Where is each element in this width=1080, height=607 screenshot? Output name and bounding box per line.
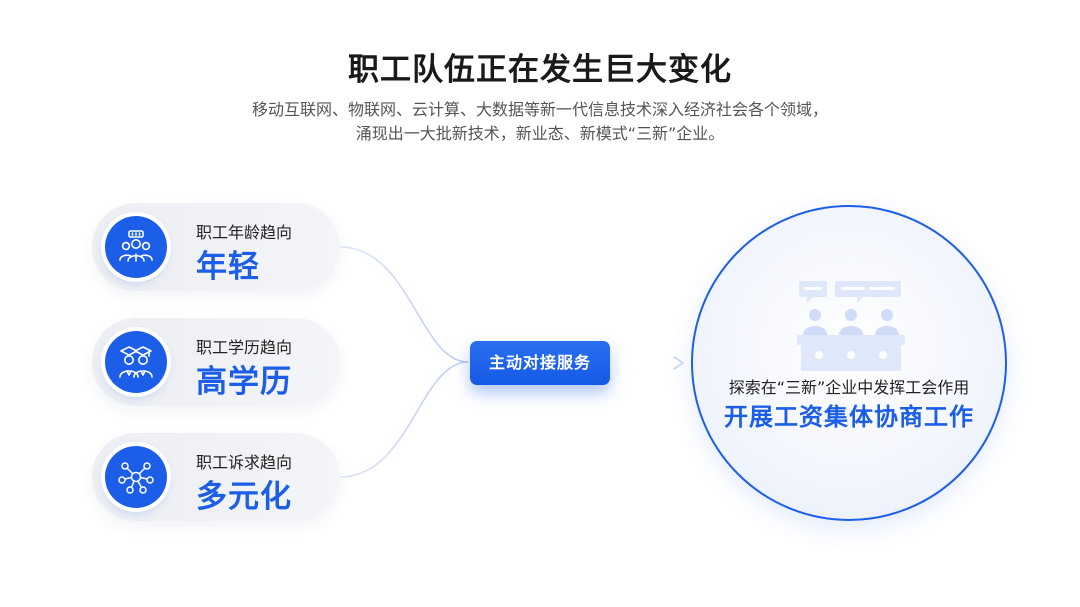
network-people-icon [118,462,154,494]
graduates-icon [119,346,153,378]
trend-pill-diverse: 职工诉求趋向 多元化 [92,433,340,521]
subtitle-line-1: 移动互联网、物联网、云计算、大数据等新一代信息技术深入经济社会各个领域， [251,100,828,119]
trend-value: 年轻 [196,249,260,285]
outcome-line-1: 探索在“三新”企业中发挥工会作用 [728,378,970,397]
trend-label: 职工学历趋向 [196,338,293,357]
connector-bottom [339,361,469,478]
workers-group-icon [119,230,153,262]
trend-badge [105,331,167,393]
trend-label: 职工年龄趋向 [196,223,293,242]
trend-badge [105,446,167,508]
page-subtitle: 移动互联网、物联网、云计算、大数据等新一代信息技术深入经济社会各个领域， 涌现出… [0,98,1080,146]
connector-top [339,246,469,363]
page-title: 职工队伍正在发生巨大变化 [348,52,732,88]
proactive-service-button[interactable]: 主动对接服务 [470,341,610,385]
arrow-head-icon [673,356,684,370]
trend-value: 多元化 [196,479,292,515]
subtitle-line-2: 涌现出一大批新技术，新业态、新模式“三新”企业。 [355,124,725,143]
trend-badge [105,216,167,278]
trend-value: 高学历 [196,364,292,400]
outcome-line-2: 开展工资集体协商工作 [724,403,974,431]
trend-label: 职工诉求趋向 [196,453,293,472]
meeting-icon [797,281,905,371]
outcome-circle: 探索在“三新”企业中发挥工会作用 开展工资集体协商工作 [691,205,1007,521]
trend-pill-young: 职工年龄趋向 年轻 [92,203,340,291]
trend-pill-education: 职工学历趋向 高学历 [92,318,340,406]
